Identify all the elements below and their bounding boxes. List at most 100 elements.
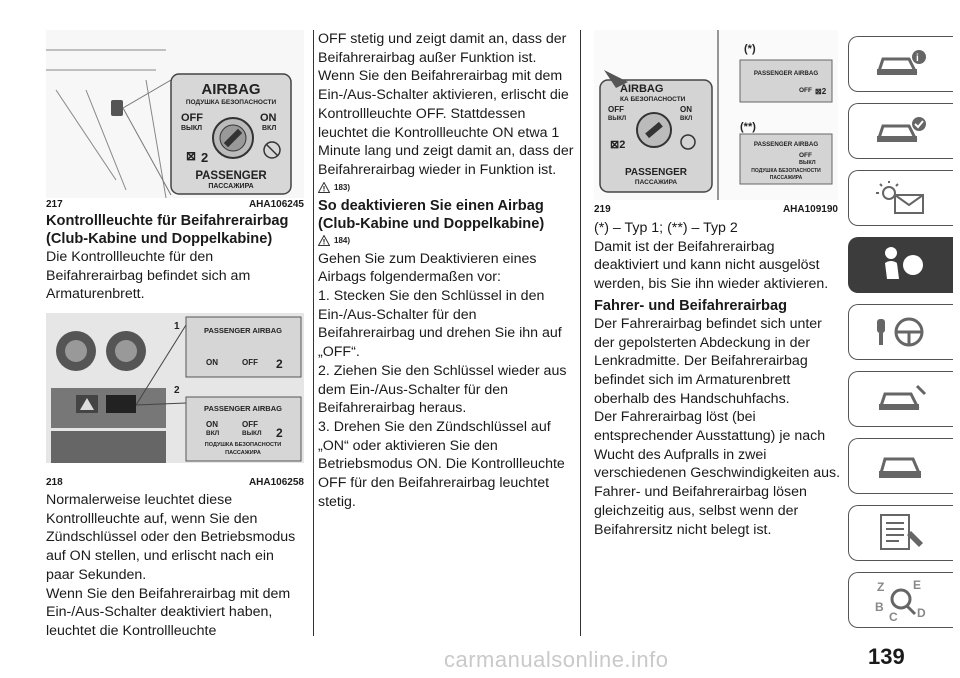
column-divider-2 [580,30,581,636]
fig218-ru1: ПОДУШКА БЕЗОПАСНОСТИ [205,442,281,448]
specs-list-icon [880,514,923,550]
tab-car-service[interactable] [848,438,953,494]
figure-code: AHA109190 [782,204,838,215]
airbag-switch-types-illustration: AIRBAG КА БЕЗОПАСНОСТИ OFF ВЫКЛ ON ВКЛ ⊠… [594,30,838,200]
airbag-seat-icon [885,247,923,279]
fig218-pa1: PASSENGER AIRBAG [204,326,282,335]
warning-ref-183: 183) [318,181,574,193]
svg-text:⊠2: ⊠2 [815,87,827,96]
paragraph: Der Fahrerairbag löst (bei entsprechende… [594,409,841,482]
heading-deaktivieren: So deaktivieren Sie einen Airbag (Club-K… [318,197,545,232]
car-info-icon: i [876,50,926,75]
paragraph: OFF stetig und zeigt damit an, dass der … [318,31,574,178]
paragraph: Wenn Sie den Beifahrerairbag mit dem Ein… [46,585,291,639]
svg-text:2: 2 [276,426,283,440]
figure-218-caption: 218 AHA106258 [46,477,304,488]
tab-key-steering[interactable] [848,304,953,360]
fig218-n1: 1 [174,321,180,332]
heading-fahrer-beifahrerairbag: Fahrer- und Beifahrerairbag [594,297,788,314]
passenger-airbag-indicator-illustration: 1 2 PASSENGER AIRBAG ON OFF 2 PASSENGER … [46,313,304,463]
figure-219: AIRBAG КА БЕЗОПАСНОСТИ OFF ВЫКЛ ON ВКЛ ⊠… [594,30,838,200]
fig219-passenger: PASSENGER [625,167,688,178]
fig218-off2: OFF [242,420,258,429]
fig219-ru1: ПОДУШКА БЕЗОПАСНОСТИ [751,168,821,174]
fig218-ru2: ПАССАЖИРА [225,450,261,456]
fig219-off-t2: OFF [799,152,812,159]
types-legend: (*) – Typ 1; (**) – Typ 2 [594,220,738,236]
svg-text:E: E [913,578,921,592]
paragraph: Fahrer- und Beifahrerairbag lösen gleich… [594,484,807,538]
paragraph: Der Fahrerairbag befindet sich unter der… [594,315,822,407]
figure-number: 218 [46,477,63,488]
warning-number: 184) [334,235,351,245]
fig219-ru2: ПАССАЖИРА [635,179,677,186]
fig217-passenger: PASSENGER [195,170,267,182]
index-search-icon: Z E BC D [875,578,926,623]
figure-217-caption: 217 AHA106245 [46,199,304,210]
fig217-off-ru: ВЫКЛ [181,125,202,132]
paragraph: Normalerweise leuchtet diese Kontrollleu… [46,492,296,583]
fig218-off-ru: ВЫКЛ [242,430,262,437]
fig219-pa1: PASSENGER AIRBAG [754,70,818,77]
tab-specs-list[interactable] [848,505,953,561]
fig219-off: OFF [608,105,624,114]
svg-text:Z: Z [877,580,884,594]
figure-code: AHA106258 [248,477,304,488]
figure-number: 217 [46,199,63,210]
fig218-on1: ON [206,358,218,367]
tools-car-icon [878,384,927,410]
svg-text:⊠2: ⊠2 [610,139,625,151]
step-1: 1. Stecken Sie den Schlüssel in den Ein-… [318,288,562,361]
warning-number: 183) [334,182,351,192]
paragraph: Damit ist der Beifahrerairbag deaktivier… [594,238,829,293]
svg-text:2: 2 [276,357,283,371]
warning-ref-184: 184) [318,234,574,246]
fig219-ru-head: КА БЕЗОПАСНОСТИ [620,96,686,103]
paragraph: Gehen Sie zum Deaktivieren eines Airbags… [318,250,537,286]
step-2: 2. Ziehen Sie den Schlüssel wieder aus d… [318,362,567,417]
fig218-pa2: PASSENGER AIRBAG [204,404,282,413]
car-check-icon [876,117,926,142]
tab-warning-lights[interactable] [848,170,953,226]
fig219-ru2b: ПАССАЖИРА [770,175,803,181]
fig219-off-ru: ВЫКЛ [608,116,626,122]
figure-217: AIRBAG ПОДУШКА БЕЗОПАСНОСТИ OFF ВЫКЛ ON … [46,30,304,198]
fig218-off1: OFF [242,358,258,367]
fig217-off: OFF [181,112,203,124]
page-number: 139 [868,644,905,669]
figure-218: 1 2 PASSENGER AIRBAG ON OFF 2 PASSENGER … [46,313,304,463]
key-steering-icon [877,317,924,347]
svg-text:B: B [875,600,884,614]
fig219-on-ru: ВКЛ [680,116,692,122]
fig217-passenger-ru: ПАССАЖИРА [208,183,253,190]
fig217-on: ON [260,112,277,124]
tab-car-check[interactable] [848,103,953,159]
fig217-airbag: AIRBAG [201,81,260,98]
fig219-pa2: PASSENGER AIRBAG [754,141,818,148]
svg-text:2: 2 [201,150,208,165]
figure-number: 219 [594,204,611,215]
step-3: 3. Drehen Sie den Zündschlüssel auf „ON“… [318,418,565,510]
fig219-off-ru-t2: ВЫКЛ [799,160,816,166]
fig219-off-t1: OFF [799,87,812,94]
fig219-star1: (*) [744,43,756,55]
tab-tools-car[interactable] [848,371,953,427]
paragraph: Die Kontrollleuchte für den Beifahrerair… [46,249,251,303]
svg-text:D: D [917,606,926,620]
figure-219-caption: 219 AHA109190 [594,204,838,215]
warning-triangle-icon [318,181,330,193]
heading-kontrollleuchte: Kontrollleuchte für Beifahrerairbag (Clu… [46,213,289,247]
fig218-on-ru: ВКЛ [206,430,220,437]
fig219-airbag: AIRBAG [620,83,663,95]
fig217-on-ru: ВКЛ [262,125,276,132]
fig219-star2: (**) [740,121,756,133]
tab-car-info[interactable]: i [848,36,953,92]
svg-text:C: C [889,610,898,623]
column-divider-1 [313,30,314,636]
tab-airbag-safety[interactable] [848,237,953,293]
fig217-ru1: ПОДУШКА БЕЗОПАСНОСТИ [186,99,277,106]
warning-lights-icon [876,181,924,214]
warning-triangle-icon [318,234,330,246]
svg-text:i: i [916,53,919,64]
